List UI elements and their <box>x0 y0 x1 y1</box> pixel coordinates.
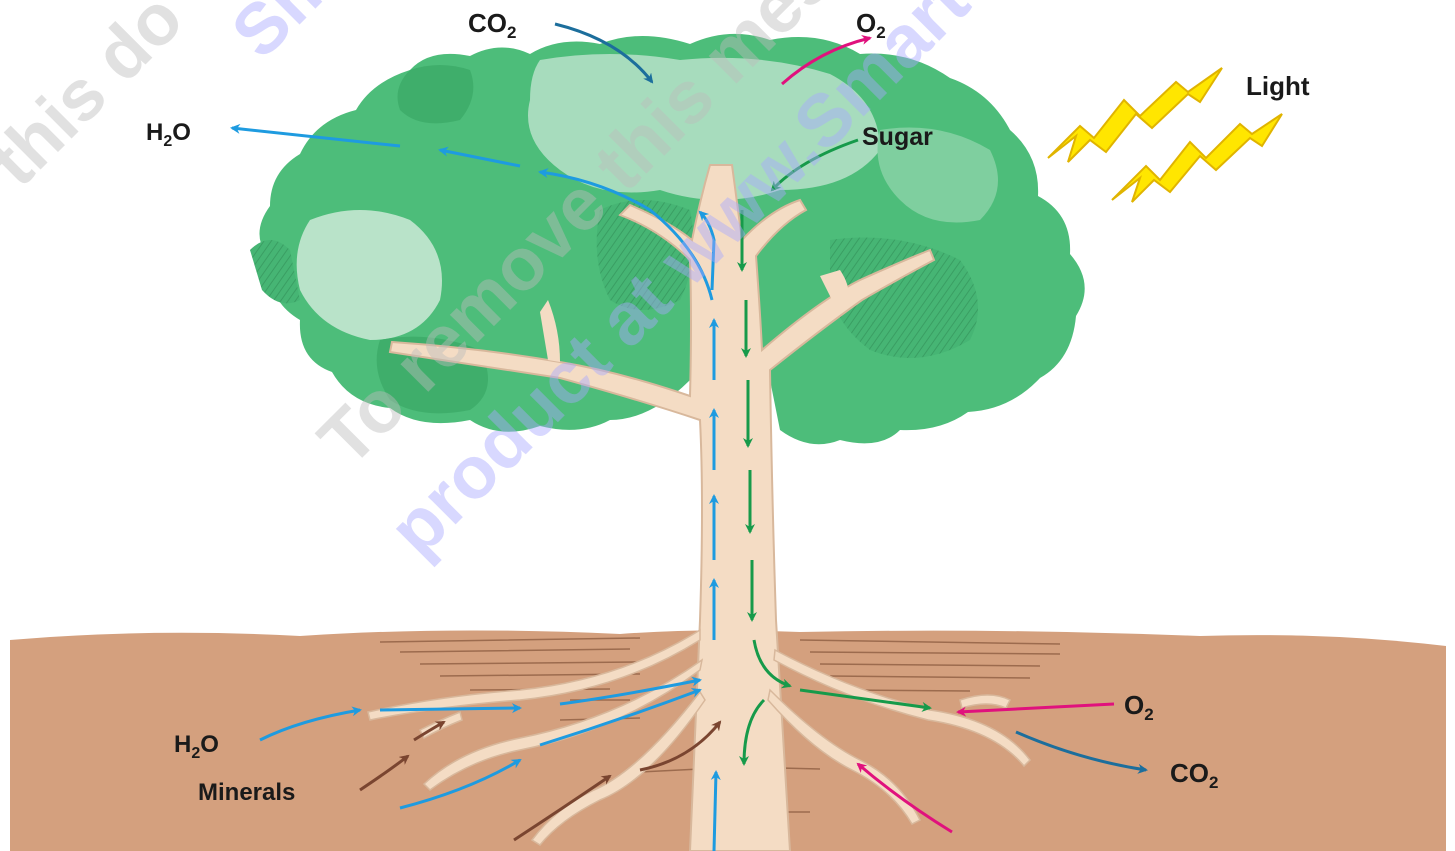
co2-leaf-label: CO2 <box>468 8 516 42</box>
watermark-corner-left: this do <box>0 0 198 201</box>
light-label: Light <box>1246 71 1310 101</box>
h2o-leaf-label: H2O <box>146 119 191 150</box>
watermark-corner-top: Sm <box>217 0 353 73</box>
minerals-label: Minerals <box>198 779 295 806</box>
